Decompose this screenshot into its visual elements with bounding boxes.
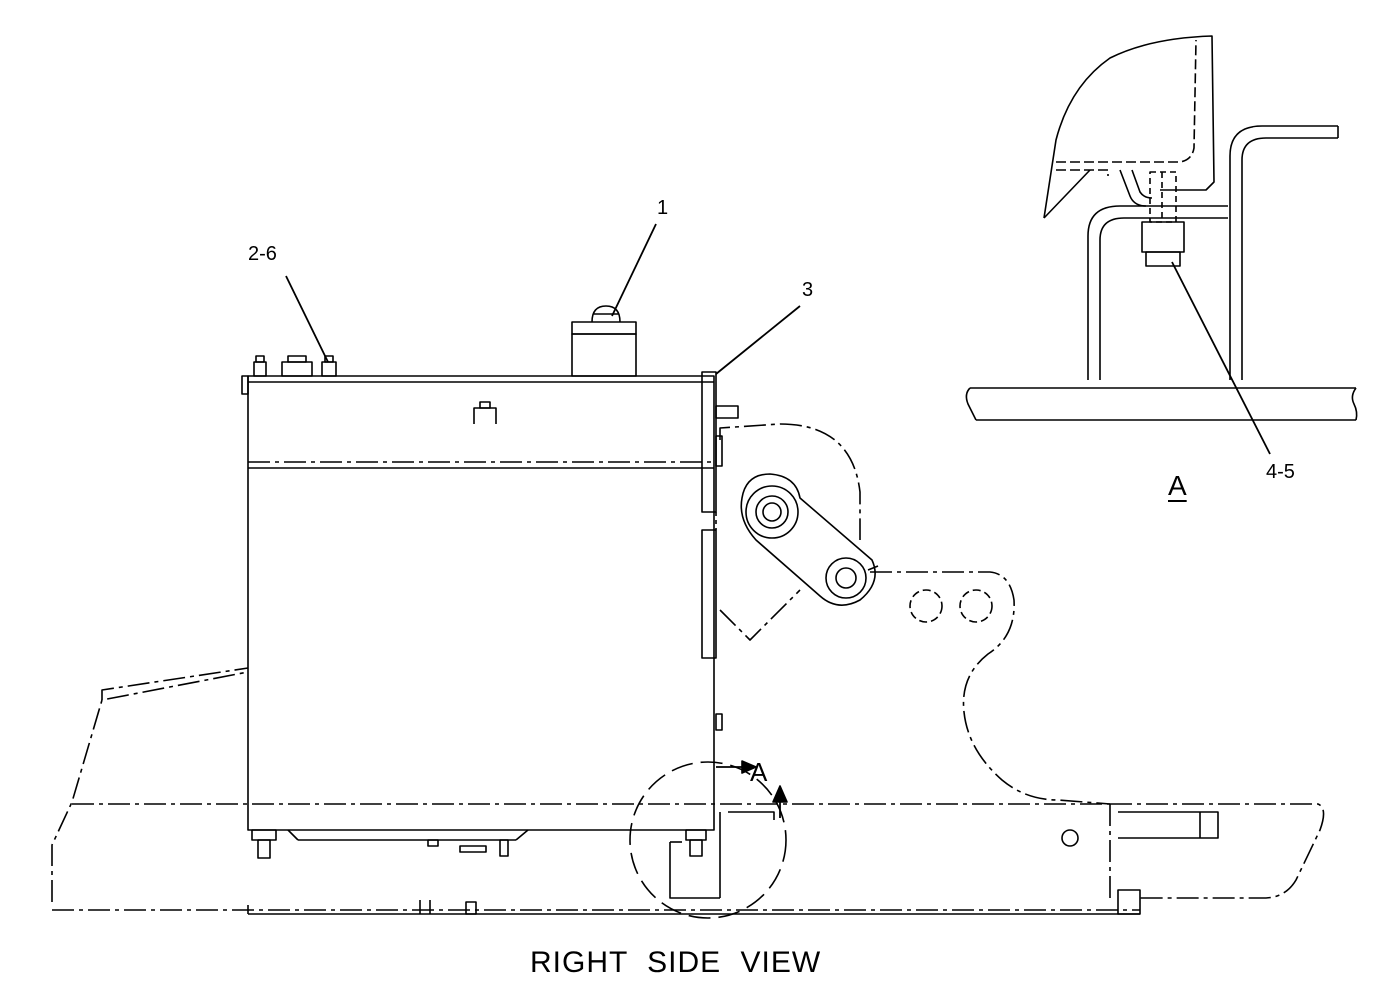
section-circle	[629, 760, 788, 919]
tank-body	[241, 375, 715, 857]
arrow-up-icon	[772, 785, 788, 803]
leader-lines	[285, 223, 801, 375]
track-frame	[51, 667, 1325, 911]
bottom-bolts	[251, 829, 707, 859]
section-marker-label: A	[750, 757, 768, 787]
top-fasteners	[253, 355, 337, 377]
lower-pivot	[825, 557, 867, 599]
tank-bracket	[473, 401, 497, 424]
callout-part-4-5: 4-5	[1266, 461, 1295, 483]
arrow-right-icon	[741, 760, 757, 774]
callout-part-3: 3	[802, 279, 814, 301]
callout-part-1: 1	[657, 197, 669, 219]
callout-part-2-6: 2-6	[248, 243, 277, 265]
arm-holes	[909, 589, 993, 623]
track-frame-solid	[247, 811, 1219, 915]
filler-cap	[571, 305, 637, 377]
mounting-arm	[719, 423, 1111, 805]
detail-view-label: A	[1168, 470, 1187, 501]
pivot-link	[740, 473, 876, 606]
view-title: RIGHT SIDE VIEW	[530, 946, 822, 979]
flange-plate	[701, 371, 739, 731]
upper-pivot	[745, 485, 799, 539]
frame-hole	[1061, 829, 1079, 847]
detail-view-a	[965, 35, 1358, 455]
